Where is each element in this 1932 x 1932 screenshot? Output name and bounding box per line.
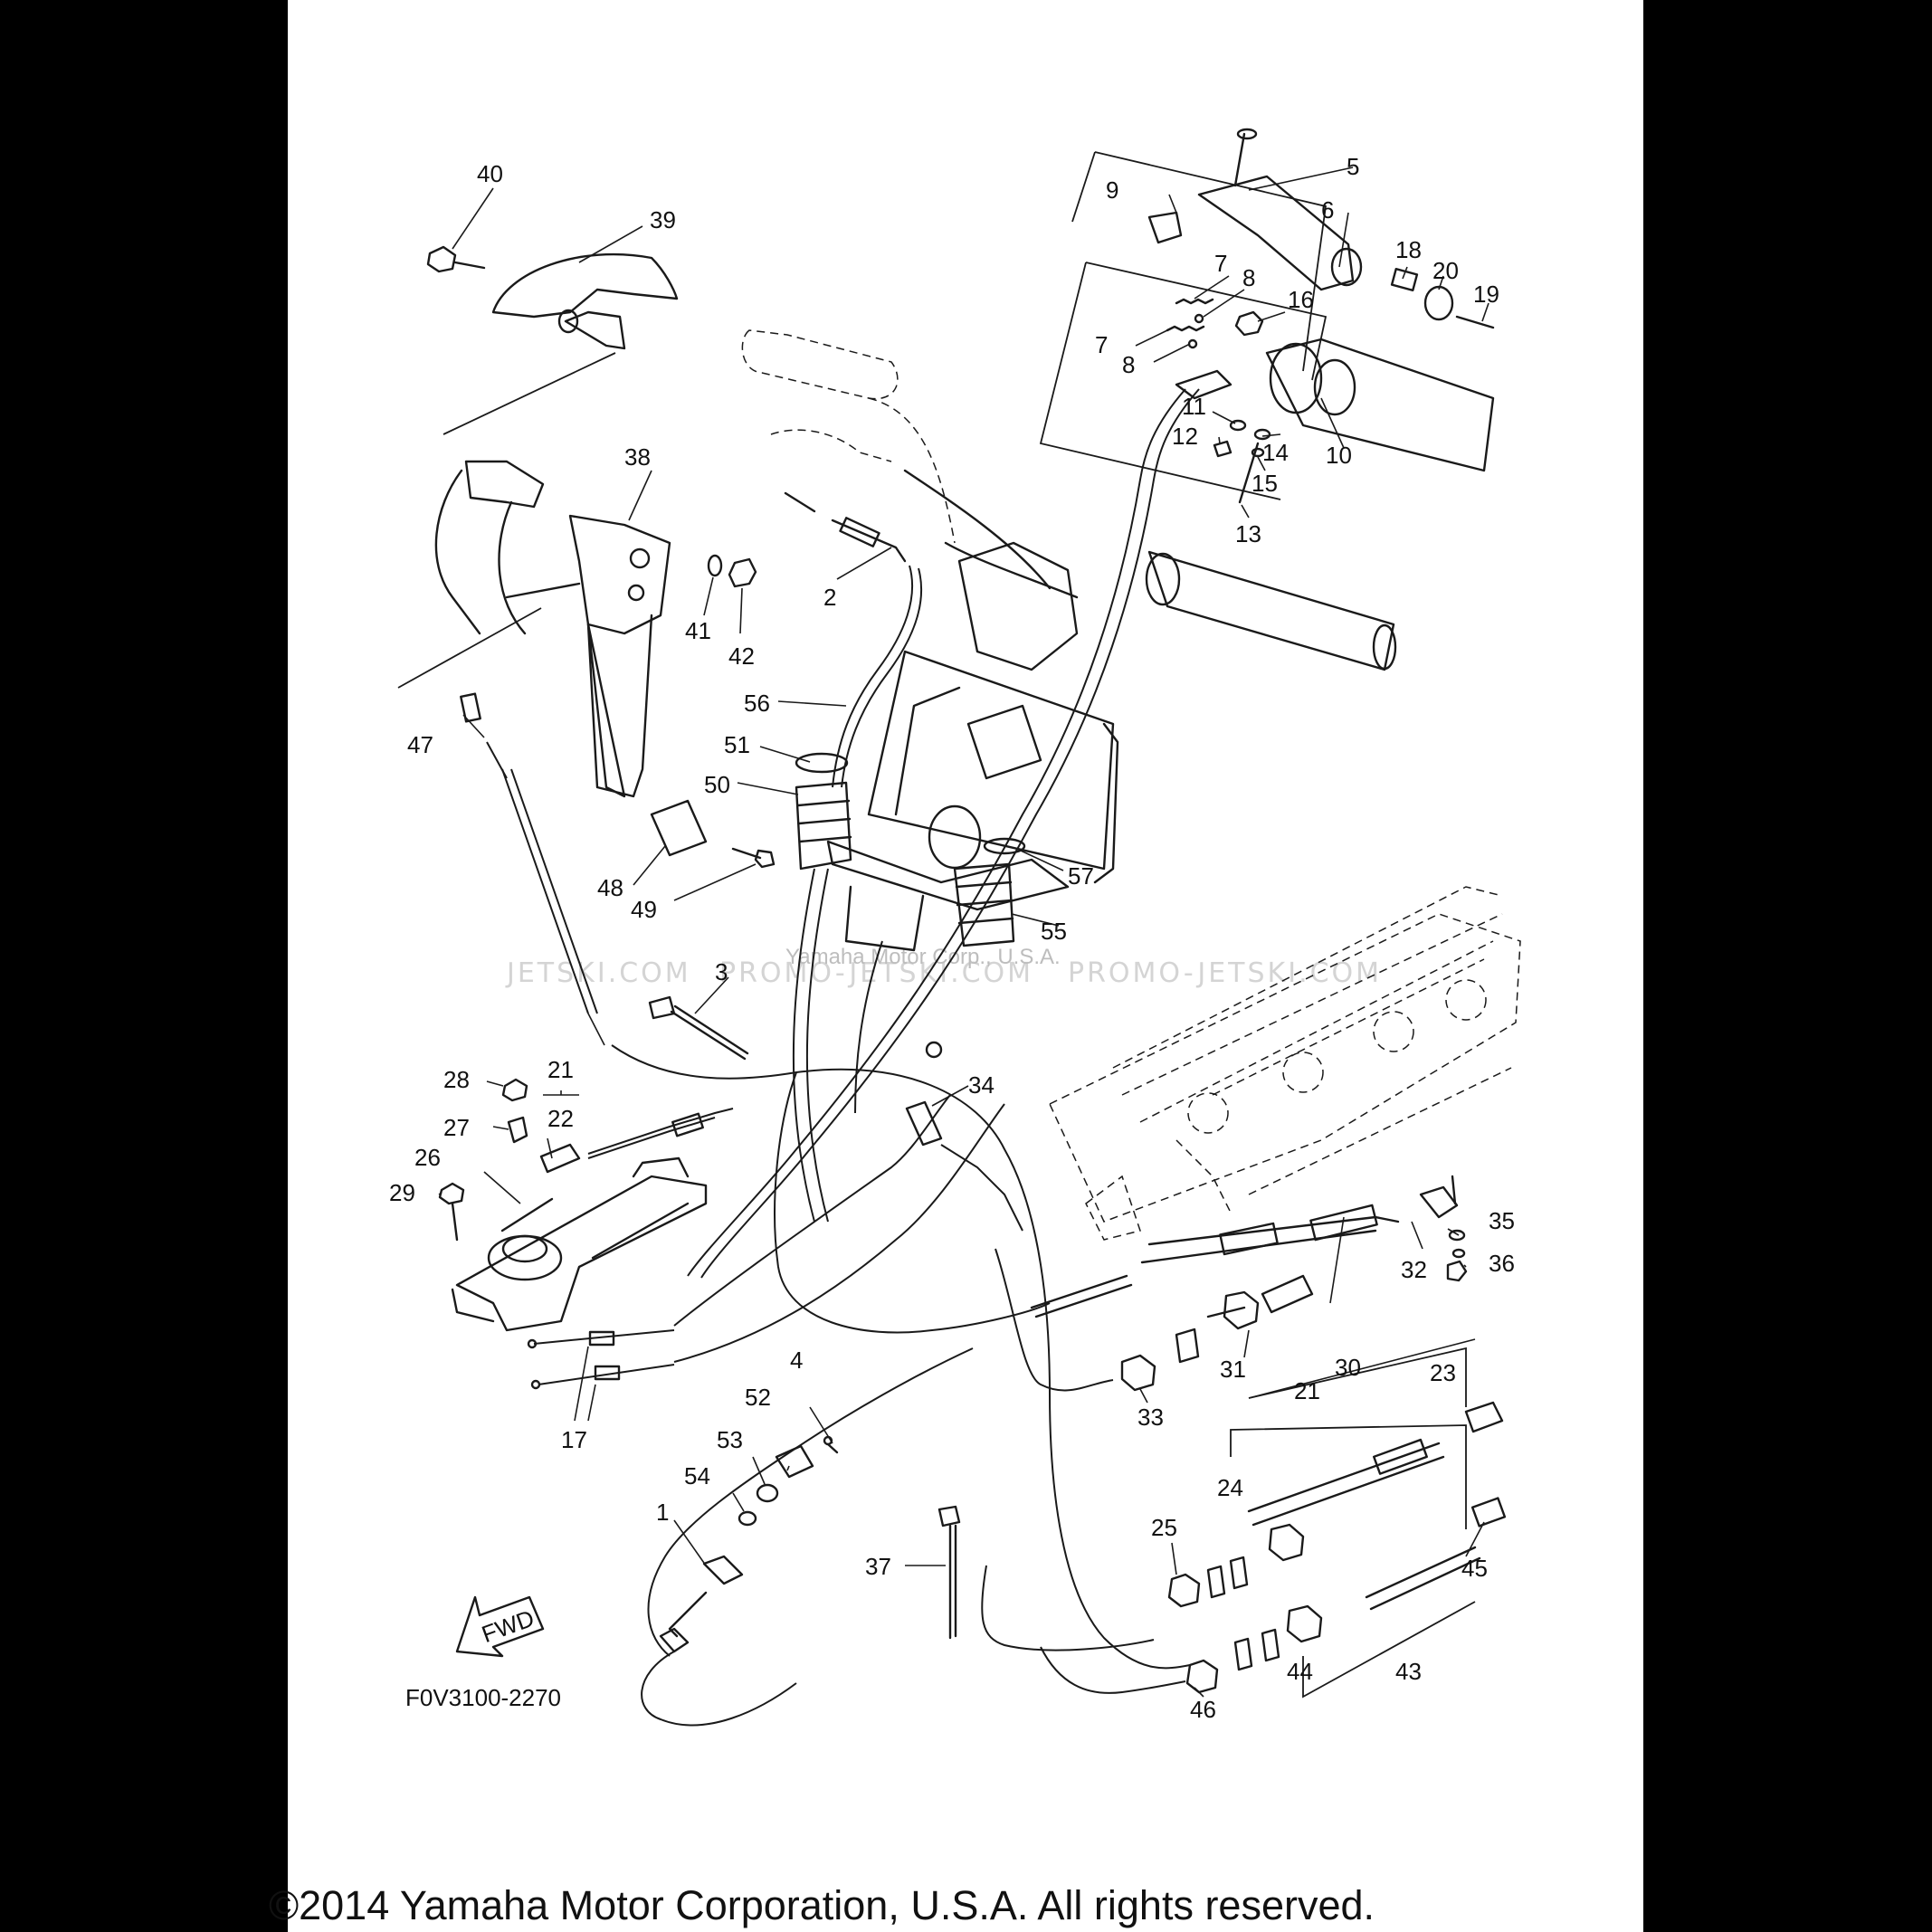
callout-44: 44 <box>1287 1658 1313 1685</box>
callout-9: 9 <box>1106 176 1118 204</box>
callout-55: 55 <box>1041 918 1067 945</box>
callout-52: 52 <box>745 1384 771 1411</box>
callout-43: 43 <box>1395 1658 1422 1685</box>
callout-20: 20 <box>1432 257 1459 284</box>
callout-53: 53 <box>717 1426 743 1453</box>
bracket-38 <box>397 460 776 869</box>
callout-2: 2 <box>823 584 836 611</box>
callout-21a: 21 <box>547 1056 574 1083</box>
callout-47: 47 <box>407 731 433 758</box>
callout-4: 4 <box>790 1347 803 1374</box>
watermark-left: JETSKI.COM <box>505 957 691 989</box>
copyright-notice: ©2014 Yamaha Motor Corporation, U.S.A. A… <box>268 1882 1375 1928</box>
fwd-arrow-icon: FWD <box>455 1595 545 1658</box>
callout-57: 57 <box>1068 862 1094 890</box>
callout-17: 17 <box>561 1426 587 1453</box>
cable-ends-17 <box>527 1329 675 1390</box>
callout-38: 38 <box>624 443 651 471</box>
callout-27: 27 <box>443 1114 470 1141</box>
callout-28: 28 <box>443 1066 470 1093</box>
callout-46: 46 <box>1190 1696 1216 1723</box>
callout-11: 11 <box>1182 393 1206 420</box>
callout-36: 36 <box>1489 1250 1515 1277</box>
callout-54: 54 <box>684 1462 710 1489</box>
exploded-view-diagram: JETSKI.COM PROMO-JETSKI.COM PROMO-JETSKI… <box>389 128 1521 1727</box>
callout-49: 49 <box>631 896 657 923</box>
watermark-credit: Yamaha Motor Corp., U.S.A. <box>785 945 1061 969</box>
engine-phantom <box>1049 886 1521 1241</box>
callout-22: 22 <box>547 1105 574 1132</box>
callout-56: 56 <box>744 690 770 717</box>
callout-33: 33 <box>1137 1404 1164 1431</box>
callout-50: 50 <box>704 771 730 798</box>
callout-8a: 8 <box>1242 264 1255 291</box>
callout-35: 35 <box>1489 1207 1515 1234</box>
cable-loop <box>611 940 1191 1694</box>
callout-1: 1 <box>656 1499 669 1526</box>
callout-23: 23 <box>1430 1359 1456 1386</box>
callout-13: 13 <box>1235 520 1261 547</box>
throttle-lever-group <box>687 128 1495 1279</box>
callout-51: 51 <box>724 731 750 758</box>
callout-37: 37 <box>865 1553 891 1580</box>
watermark-right: PROMO-JETSKI.COM <box>1068 957 1382 989</box>
callout-39: 39 <box>650 206 676 233</box>
callout-25: 25 <box>1151 1514 1177 1541</box>
callout-3: 3 <box>715 958 728 985</box>
callout-14: 14 <box>1262 439 1289 466</box>
callout-31: 31 <box>1220 1356 1246 1383</box>
callout-leaders <box>438 167 1489 1698</box>
cable-fittings-lower <box>1167 1338 1507 1699</box>
callout-19: 19 <box>1473 281 1499 308</box>
callout-6: 6 <box>1321 196 1334 224</box>
cable-tie-37 <box>937 1505 961 1640</box>
cable-47 <box>460 692 605 1046</box>
callout-24: 24 <box>1217 1474 1243 1501</box>
watermark: JETSKI.COM PROMO-JETSKI.COM PROMO-JETSKI… <box>505 945 1382 989</box>
callout-26: 26 <box>414 1144 441 1171</box>
callout-34: 34 <box>968 1071 995 1099</box>
callout-42: 42 <box>728 642 755 670</box>
callout-7a: 7 <box>1214 250 1227 277</box>
callout-16: 16 <box>1288 286 1314 313</box>
cable-end-1 <box>641 1435 839 1727</box>
cover-39 <box>426 245 679 435</box>
cable-fittings-upper <box>1030 1175 1468 1392</box>
callout-40: 40 <box>477 160 503 187</box>
callout-15: 15 <box>1252 470 1278 497</box>
callout-21b: 21 <box>1294 1377 1320 1404</box>
diagram-code: F0V3100-2270 <box>405 1684 561 1711</box>
callout-5: 5 <box>1347 153 1359 180</box>
parts-diagram-sheet: JETSKI.COM PROMO-JETSKI.COM PROMO-JETSKI… <box>288 0 1643 1932</box>
callout-32: 32 <box>1401 1256 1427 1283</box>
callout-41: 41 <box>685 617 711 644</box>
callout-10: 10 <box>1326 442 1352 469</box>
callout-48: 48 <box>597 874 623 901</box>
handlebar-assembly <box>741 329 1397 952</box>
callout-7b: 7 <box>1095 331 1108 358</box>
callout-30: 30 <box>1335 1354 1361 1381</box>
callout-45: 45 <box>1461 1555 1488 1582</box>
callout-18: 18 <box>1395 236 1422 263</box>
callout-12: 12 <box>1172 423 1198 450</box>
callout-numbers: 40 39 5 6 9 7 8 7 8 16 18 20 19 11 12 14… <box>389 153 1515 1723</box>
callout-29: 29 <box>389 1179 415 1206</box>
tie-and-fitting <box>648 995 1023 1232</box>
shift-lever-assembly <box>438 1078 734 1332</box>
cable-2-56 <box>784 491 1026 1223</box>
callout-8b: 8 <box>1122 351 1135 378</box>
